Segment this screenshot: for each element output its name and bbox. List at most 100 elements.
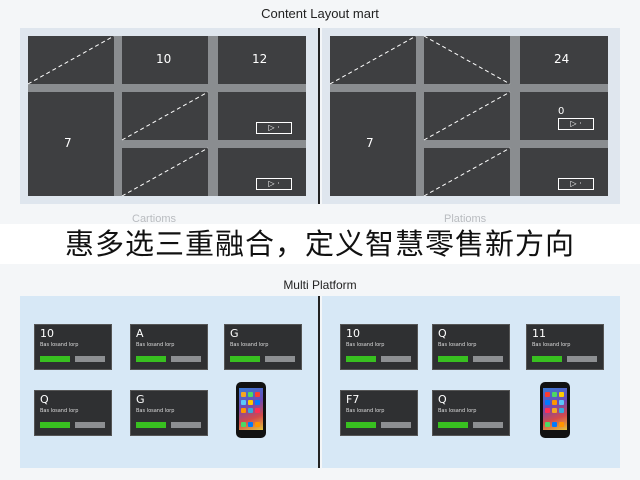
app-icon (559, 408, 564, 413)
app-icon (255, 400, 260, 405)
app-card[interactable]: Q Bas losand lorp (34, 390, 112, 436)
app-icon (255, 422, 260, 427)
page-title: Content Layout mart (261, 6, 379, 21)
card-title: G (136, 393, 145, 406)
app-icon (559, 400, 564, 405)
app-icon (255, 408, 260, 413)
app-icon (559, 422, 564, 427)
tile-number: 7 (64, 136, 72, 150)
app-icon (545, 392, 550, 397)
smartphone-icon (236, 382, 266, 438)
card-primary-button[interactable] (136, 356, 166, 362)
app-card[interactable]: 11 Bas losand lorp (526, 324, 604, 370)
card-title: 11 (532, 327, 546, 340)
card-title: G (230, 327, 239, 340)
card-subtitle: Bas losand lorp (136, 408, 175, 414)
app-icon (552, 400, 557, 405)
card-secondary-button[interactable] (567, 356, 597, 362)
layout-grid-left: 10 12 7 ▷ · ▷ · (28, 36, 306, 196)
card-primary-button[interactable] (40, 356, 70, 362)
card-subtitle: Bas losand lorp (438, 342, 477, 348)
app-icon (248, 400, 253, 405)
card-subtitle: Bas losand lorp (346, 342, 385, 348)
card-secondary-button[interactable] (265, 356, 295, 362)
layout-tile: 24 (520, 36, 608, 84)
app-icon (248, 408, 253, 413)
app-icon (559, 392, 564, 397)
card-primary-button[interactable] (438, 356, 468, 362)
card-title: Q (438, 393, 447, 406)
app-card[interactable]: A Bas losand lorp (130, 324, 208, 370)
layout-tile: 7 (330, 92, 416, 196)
card-secondary-button[interactable] (75, 356, 105, 362)
vertical-divider (318, 28, 320, 204)
panel-caption-right: Platioms (444, 213, 487, 225)
smartphone-icon (540, 382, 570, 438)
dashed-diagonal-lines (330, 36, 511, 196)
vertical-divider (318, 296, 320, 468)
card-title: 10 (346, 327, 360, 340)
card-secondary-button[interactable] (473, 356, 503, 362)
layout-grid-right: 24 7 0 ▷ · ▷ · (330, 36, 608, 196)
card-subtitle: Bas losand lorp (346, 408, 385, 414)
card-secondary-button[interactable] (171, 356, 201, 362)
card-secondary-button[interactable] (75, 422, 105, 428)
app-icon (552, 392, 557, 397)
layout-tile: ▷ · (520, 148, 608, 196)
card-title: 10 (40, 327, 54, 340)
app-card[interactable]: 10 Bas losand lorp (34, 324, 112, 370)
card-title: F7 (346, 393, 360, 406)
app-icon (545, 408, 550, 413)
app-card[interactable]: G Bas losand lorp (224, 324, 302, 370)
app-icon (241, 422, 246, 427)
card-primary-button[interactable] (532, 356, 562, 362)
app-card[interactable]: Q Bas losand lorp (432, 324, 510, 370)
card-primary-button[interactable] (136, 422, 166, 428)
tile-number: 0 (558, 106, 565, 117)
card-subtitle: Bas losand lorp (438, 408, 477, 414)
layout-panel-left: 10 12 7 ▷ · ▷ · (20, 28, 318, 204)
app-card[interactable]: G Bas losand lorp (130, 390, 208, 436)
card-subtitle: Bas losand lorp (40, 408, 79, 414)
toggle-icon[interactable]: ▷ · (558, 118, 594, 130)
app-card[interactable]: F7 Bas losand lorp (340, 390, 418, 436)
card-primary-button[interactable] (230, 356, 260, 362)
layout-tile: 12 (218, 36, 306, 84)
layout-tile: 0 ▷ · (520, 92, 608, 140)
toggle-icon[interactable]: ▷ · (558, 178, 594, 190)
app-card[interactable]: 10 Bas losand lorp (340, 324, 418, 370)
card-subtitle: Bas losand lorp (230, 342, 269, 348)
toggle-icon[interactable]: ▷ · (256, 178, 292, 190)
card-title: Q (438, 327, 447, 340)
card-subtitle: Bas losand lorp (532, 342, 571, 348)
toggle-icon[interactable]: ▷ · (256, 122, 292, 134)
layout-tile: 10 (122, 36, 208, 84)
panel-caption-left: Cartioms (132, 213, 177, 225)
card-title: Q (40, 393, 49, 406)
app-icon (552, 422, 557, 427)
card-title: A (136, 327, 144, 340)
app-icon (241, 400, 246, 405)
card-subtitle: Bas losand lorp (40, 342, 79, 348)
tile-number: 24 (554, 52, 570, 66)
card-primary-button[interactable] (438, 422, 468, 428)
card-primary-button[interactable] (346, 356, 376, 362)
card-primary-button[interactable] (346, 422, 376, 428)
card-primary-button[interactable] (40, 422, 70, 428)
app-icon (241, 408, 246, 413)
app-icon (241, 392, 246, 397)
card-secondary-button[interactable] (381, 422, 411, 428)
app-icon (255, 392, 260, 397)
app-card[interactable]: Q Bas losand lorp (432, 390, 510, 436)
section-title: Multi Platform (283, 278, 357, 292)
card-subtitle: Bas losand lorp (136, 342, 175, 348)
platform-panel-left: 10 Bas losand lorp A Bas losand lorp G B… (20, 296, 318, 468)
layout-tile: ▷ · (218, 92, 306, 140)
phone-screen (543, 388, 567, 430)
card-secondary-button[interactable] (381, 356, 411, 362)
tile-number: 7 (366, 136, 374, 150)
app-icon (552, 408, 557, 413)
dashed-diagonal-lines (28, 36, 209, 196)
card-secondary-button[interactable] (473, 422, 503, 428)
card-secondary-button[interactable] (171, 422, 201, 428)
